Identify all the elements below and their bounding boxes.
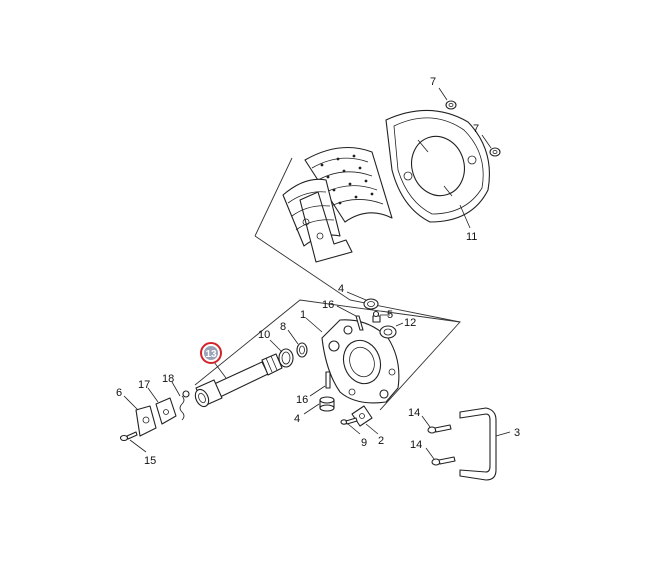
label-part-17: 17 <box>138 379 150 391</box>
plug <box>379 325 397 339</box>
cover-plate <box>135 405 157 437</box>
label-part-4-upper: 4 <box>338 283 344 295</box>
label-part-1: 1 <box>300 309 306 321</box>
upper-frame-left <box>254 157 293 237</box>
camshaft <box>194 353 283 408</box>
label-part-2: 2 <box>378 435 384 447</box>
label-part-16-lower: 16 <box>296 394 308 406</box>
label-part-9: 9 <box>361 437 367 449</box>
nut-lower <box>489 147 501 157</box>
label-part-14-lower: 14 <box>410 439 422 451</box>
snap-ring <box>278 348 294 368</box>
bushing-lower <box>319 396 335 412</box>
brake-bracket <box>321 319 400 404</box>
brake-shoe <box>282 178 353 263</box>
nut-upper <box>445 100 457 110</box>
label-part-14-upper: 14 <box>408 407 420 419</box>
washer <box>296 342 308 358</box>
label-part-7-upper: 7 <box>430 76 436 88</box>
pin-upper <box>355 315 364 331</box>
bushing-upper <box>363 298 379 310</box>
label-part-6: 6 <box>116 387 122 399</box>
label-part-8: 8 <box>280 321 286 333</box>
label-part-3: 3 <box>514 427 520 439</box>
u-bolt <box>459 407 497 481</box>
retainer-spring <box>179 390 190 421</box>
dust-shield <box>385 109 490 223</box>
grease-nipple <box>372 310 381 323</box>
label-part-11: 11 <box>466 231 477 243</box>
label-part-12: 12 <box>404 317 416 329</box>
label-part-15: 15 <box>144 455 156 467</box>
pin-lower <box>325 371 331 389</box>
cover-bolt <box>119 431 138 442</box>
label-part-4-lower: 4 <box>294 413 300 425</box>
bolt-upper <box>427 424 452 434</box>
leader-lines <box>123 87 511 460</box>
lower-frame <box>194 299 461 411</box>
clip-bolt <box>340 417 358 425</box>
label-part-10: 10 <box>258 329 270 341</box>
label-part-5: 5 <box>387 309 393 321</box>
callout-13-highlight[interactable]: 13 <box>200 342 222 364</box>
retaining-clip <box>351 405 373 427</box>
label-part-13: 13 <box>205 349 217 360</box>
upper-frame-bottom <box>254 235 461 323</box>
label-part-16-upper: 16 <box>322 299 334 311</box>
bolt-lower <box>431 456 456 466</box>
label-part-7-lower: 7 <box>473 123 479 135</box>
clevis-bracket <box>155 397 177 425</box>
label-part-18: 18 <box>162 373 174 385</box>
